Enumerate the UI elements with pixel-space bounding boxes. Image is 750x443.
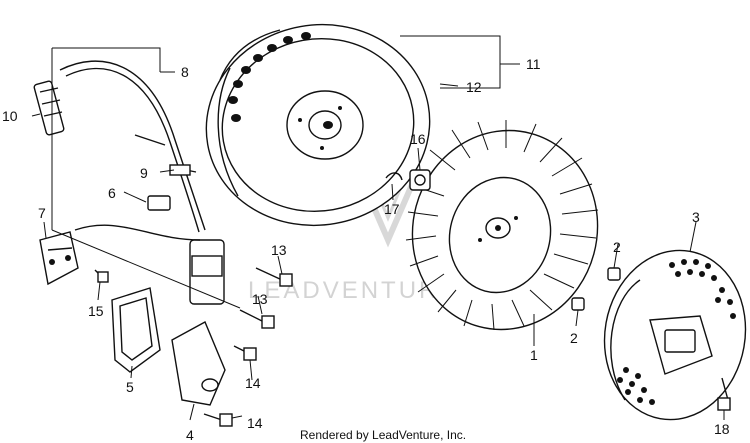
footer-credit: Rendered by LeadVenture, Inc.: [300, 428, 466, 442]
callout-9: 9: [140, 165, 148, 181]
bolts: [94, 267, 731, 427]
coil-cover: [171, 321, 226, 406]
callout-4: 4: [186, 427, 194, 443]
callout-14-lower: 14: [247, 415, 263, 431]
callout-1: 1: [530, 347, 538, 363]
callout-18: 18: [714, 421, 730, 437]
callout-16: 16: [410, 131, 426, 147]
callout-13-lower: 13: [252, 291, 268, 307]
callout-13-upper: 13: [271, 242, 287, 258]
callout-2-lower: 2: [570, 330, 578, 346]
callout-7: 7: [38, 205, 46, 221]
callout-11: 11: [526, 56, 541, 72]
flywheel: [205, 23, 431, 227]
cooling-fan: [405, 120, 599, 331]
callouts: 1 2 2 3 4 5 6 7 8 9 10 11 12 13 13 14 14…: [2, 56, 730, 443]
fan-cover: [603, 249, 747, 421]
callout-12: 12: [466, 79, 482, 95]
callout-15: 15: [88, 303, 104, 319]
leader-lines: [31, 35, 725, 421]
callout-8: 8: [181, 64, 189, 80]
ignition-coil: [33, 60, 225, 305]
callout-3: 3: [692, 209, 700, 225]
callout-6: 6: [108, 185, 116, 201]
callout-10: 10: [2, 108, 18, 124]
callout-5: 5: [126, 379, 134, 395]
cover-plate: [111, 287, 161, 373]
callout-17: 17: [384, 201, 400, 217]
callout-14-upper: 14: [245, 375, 261, 391]
callout-2-upper: 2: [613, 239, 621, 255]
